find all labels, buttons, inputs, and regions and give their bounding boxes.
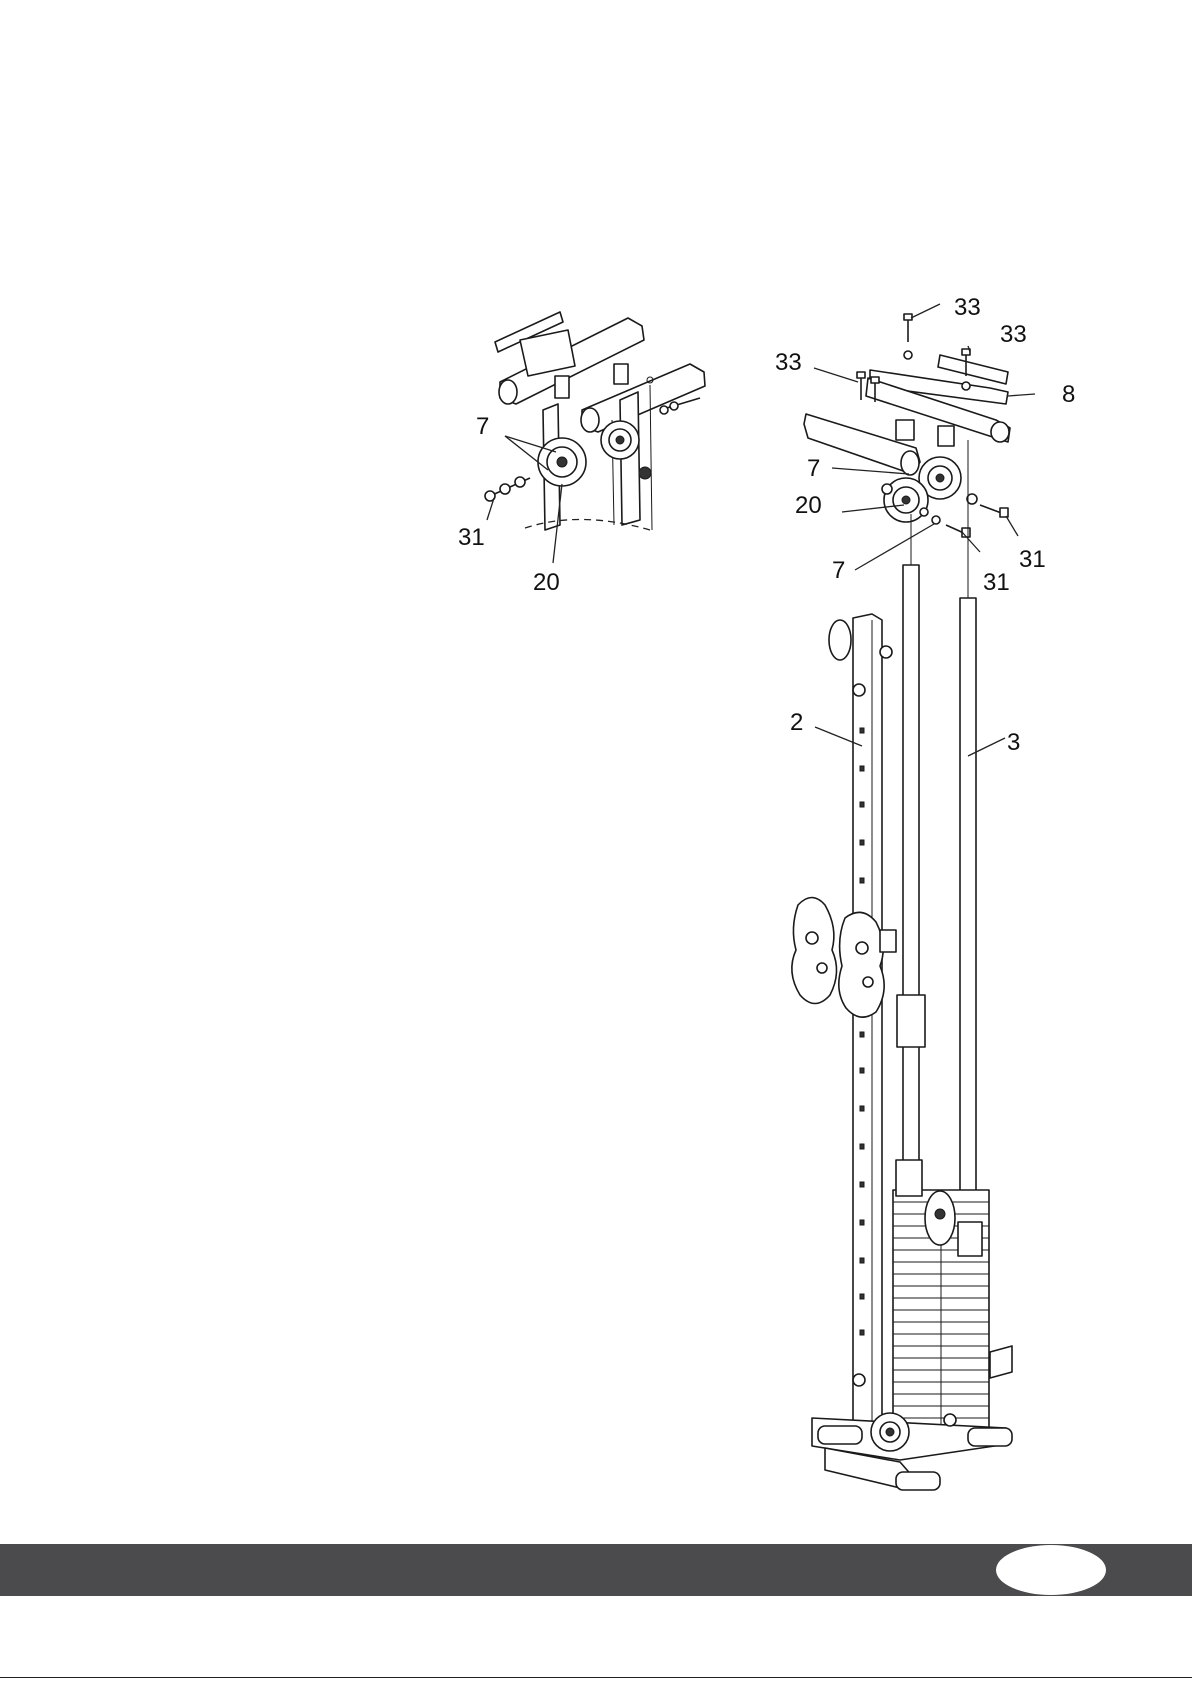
callout-20: 20 xyxy=(533,569,560,596)
main-callouts: 33 33 33 8 7 20 31 31 7 2 3 xyxy=(775,294,1075,756)
callout-33-left: 33 xyxy=(775,349,802,376)
callout-33-top: 33 xyxy=(954,294,981,321)
bottom-rule xyxy=(0,1677,1192,1678)
main-view xyxy=(792,304,1035,1490)
detail-view xyxy=(485,312,705,563)
callout-20: 20 xyxy=(795,492,822,519)
callout-31-right: 31 xyxy=(1019,546,1046,573)
callout-8: 8 xyxy=(1062,381,1075,408)
callout-2: 2 xyxy=(790,709,803,736)
page-number-oval xyxy=(996,1545,1106,1595)
callout-7-upper: 7 xyxy=(807,455,820,482)
callout-3: 3 xyxy=(1007,729,1020,756)
callout-33-right: 33 xyxy=(1000,321,1027,348)
callout-31-center: 31 xyxy=(983,569,1010,596)
callout-7-lower: 7 xyxy=(832,557,845,584)
callout-7: 7 xyxy=(476,413,489,440)
callout-31: 31 xyxy=(458,524,485,551)
